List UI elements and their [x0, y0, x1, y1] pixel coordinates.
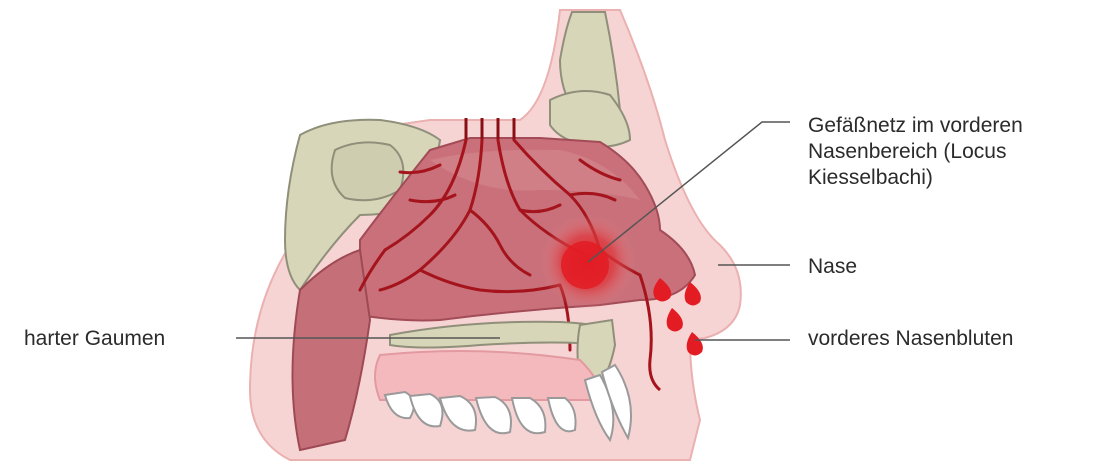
sinus-cavity	[332, 142, 404, 200]
label-vessel-net-line1: Gefäßnetz im vorderen	[808, 113, 1098, 139]
label-nose: Nase	[808, 254, 857, 280]
oral-cavity	[375, 351, 605, 400]
label-hard-palate: harter Gaumen	[24, 326, 165, 352]
kiesselbach-core	[561, 241, 609, 289]
label-vessel-net-line2: Nasenbereich (Locus	[808, 139, 1098, 165]
label-vessel-net: Gefäßnetz im vorderen Nasenbereich (Locu…	[808, 113, 1098, 191]
label-anterior-nosebleed: vorderes Nasenbluten	[808, 326, 1013, 352]
label-vessel-net-line3: Kiesselbachi)	[808, 165, 1098, 191]
